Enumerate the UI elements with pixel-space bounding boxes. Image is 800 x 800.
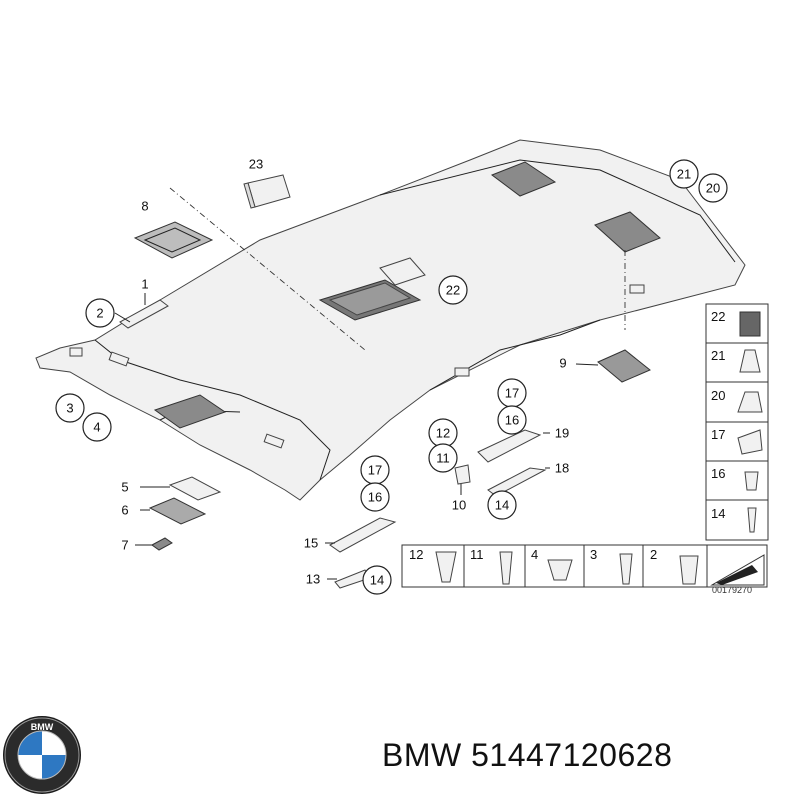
clip-icon — [547, 559, 573, 581]
part-6-housing — [148, 497, 207, 525]
bottom-fastener-panel: 12 11 4 3 2 — [401, 544, 768, 588]
part-5-lens — [168, 476, 222, 501]
callout-1: 1 — [141, 277, 148, 292]
side-fastener-panel: 22 21 20 17 16 14 — [705, 303, 769, 541]
screw-icon — [744, 471, 759, 491]
side-panel-label-21: 21 — [711, 348, 725, 363]
bottom-panel-label-2: 2 — [650, 547, 657, 562]
svg-text:11: 11 — [436, 451, 450, 466]
svg-text:8: 8 — [141, 199, 148, 214]
svg-text:10: 10 — [452, 498, 466, 513]
svg-text:6: 6 — [121, 503, 128, 518]
clip-icon — [435, 551, 457, 583]
headliner-panel — [35, 139, 746, 501]
callout-14-lower: 14 — [362, 565, 392, 595]
side-panel-label-16: 16 — [711, 466, 725, 481]
bottom-panel-label-12: 12 — [409, 547, 423, 562]
svg-text:20: 20 — [706, 181, 720, 196]
part-15-grab-handle — [329, 517, 397, 553]
callout-15: 15 — [304, 536, 318, 551]
callout-5: 5 — [121, 480, 128, 495]
svg-text:14: 14 — [495, 498, 509, 513]
svg-text:16: 16 — [505, 413, 519, 428]
diagram-reference-code: 00179270 — [712, 585, 753, 595]
callout-19: 19 — [555, 426, 569, 441]
screw-icon — [619, 553, 633, 585]
brand-part-number: BMW 51447120628 — [382, 737, 672, 774]
callout-4: 4 — [82, 412, 112, 442]
callout-16-upper: 16 — [497, 405, 527, 435]
svg-text:18: 18 — [555, 461, 569, 476]
screw-icon — [499, 551, 513, 585]
callout-20: 20 — [698, 173, 728, 203]
svg-text:17: 17 — [368, 463, 382, 478]
part-22-insert — [379, 257, 426, 286]
svg-text:9: 9 — [559, 356, 566, 371]
clip-icon — [679, 555, 699, 585]
callout-17-upper: 17 — [497, 378, 527, 408]
part-19-grab-handle — [477, 429, 542, 463]
side-panel-label-22: 22 — [711, 309, 725, 324]
side-panel-label-20: 20 — [711, 388, 725, 403]
bracket-icon — [739, 349, 761, 373]
side-panel-label-17: 17 — [711, 427, 725, 442]
svg-text:23: 23 — [249, 157, 263, 172]
callout-12: 12 — [428, 418, 458, 448]
callout-14-middle: 14 — [487, 490, 517, 520]
callout-9: 9 — [559, 356, 566, 371]
screw-icon — [747, 507, 757, 533]
side-panel-label-14: 14 — [711, 506, 725, 521]
callout-23: 23 — [249, 157, 263, 172]
callout-8: 8 — [141, 199, 148, 214]
part-10-clip — [454, 464, 471, 485]
svg-text:21: 21 — [677, 167, 691, 182]
part-8-reading-light — [133, 221, 214, 259]
callout-21: 21 — [669, 159, 699, 189]
svg-text:19: 19 — [555, 426, 569, 441]
svg-text:12: 12 — [436, 426, 450, 441]
part-number: 51447120628 — [471, 737, 673, 773]
callout-13: 13 — [306, 572, 320, 587]
svg-text:4: 4 — [93, 420, 100, 435]
callout-7: 7 — [121, 538, 128, 553]
svg-text:5: 5 — [121, 480, 128, 495]
part-7-bulb — [151, 537, 173, 551]
svg-text:16: 16 — [368, 490, 382, 505]
dash-line-8 — [169, 187, 366, 351]
svg-text:3: 3 — [66, 401, 73, 416]
callout-6: 6 — [121, 503, 128, 518]
callout-2: 2 — [85, 298, 115, 328]
corner-arrow-icon — [710, 554, 765, 586]
leader-lines — [114, 293, 599, 580]
bottom-panel-label-3: 3 — [590, 547, 597, 562]
callout-16-lower: 16 — [360, 482, 390, 512]
part-9-cover — [597, 349, 651, 383]
svg-text:13: 13 — [306, 572, 320, 587]
callout-22: 22 — [438, 275, 468, 305]
clip-icon — [737, 429, 763, 455]
callout-18: 18 — [555, 461, 569, 476]
svg-text:BMW: BMW — [31, 722, 54, 732]
svg-text:2: 2 — [96, 306, 103, 321]
callout-10: 10 — [452, 498, 466, 513]
svg-text:1: 1 — [141, 277, 148, 292]
svg-text:22: 22 — [446, 283, 460, 298]
callout-17-lower: 17 — [360, 455, 390, 485]
bottom-panel-label-4: 4 — [531, 547, 538, 562]
bmw-logo: BMW — [3, 716, 81, 794]
bracket-icon — [737, 391, 763, 413]
callout-11: 11 — [428, 443, 458, 473]
arrow-icon — [716, 565, 758, 585]
pad-icon — [739, 311, 761, 337]
svg-text:17: 17 — [505, 386, 519, 401]
bottom-panel-label-11: 11 — [470, 547, 484, 562]
brand-name: BMW — [382, 737, 462, 773]
part-23-block — [243, 174, 291, 209]
svg-text:7: 7 — [121, 538, 128, 553]
svg-text:15: 15 — [304, 536, 318, 551]
callout-3: 3 — [55, 393, 85, 423]
svg-text:14: 14 — [370, 573, 384, 588]
